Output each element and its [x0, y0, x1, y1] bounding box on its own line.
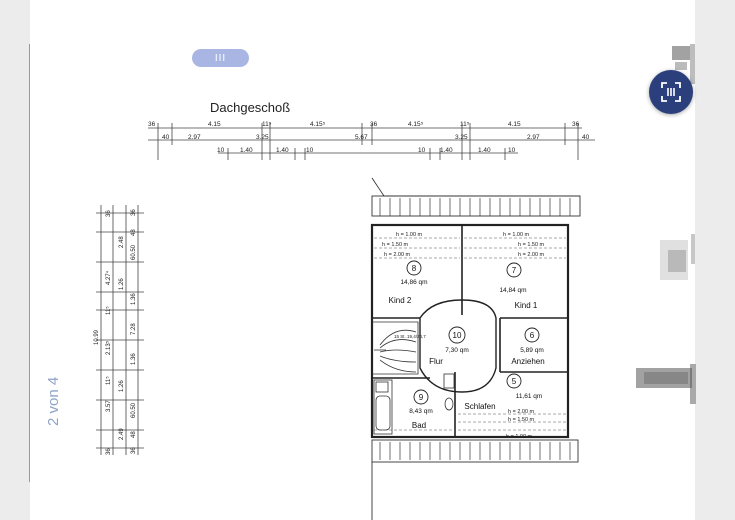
room-name-flur: Flur — [429, 357, 443, 366]
dim-side-b-7: 1.36 — [131, 353, 137, 365]
dim-side-b-8: 1.26 — [119, 380, 125, 392]
room-name-anziehen: Anziehen — [511, 357, 544, 366]
height-label-kind1-150: h = 1.50 m — [518, 242, 545, 248]
dim-low-6: 1.40 — [440, 147, 453, 154]
dim-mid-2: 2.97 — [188, 134, 201, 141]
room-area-anziehen: 5,89 qm — [520, 347, 544, 354]
room-name-kind1: Kind 1 — [515, 301, 538, 310]
dim-side-b-4: 1.26 — [119, 278, 125, 290]
dim-low-4: 10 — [306, 147, 314, 154]
height-label-kind1-100: h = 1.00 m — [503, 232, 530, 238]
room-number-anziehen: 6 — [530, 331, 535, 340]
dim-low-7: 1.40 — [478, 147, 491, 154]
room-name-bad: Bad — [412, 421, 426, 430]
dim-side-a-4: 11⁵ — [105, 306, 112, 315]
outer-walls — [370, 223, 570, 439]
dim-top-2: 4.15 — [208, 121, 221, 128]
roof-hatching-top — [379, 198, 571, 216]
room-name-kind2: Kind 2 — [389, 296, 412, 305]
dim-side-a-7: 3.57 — [106, 400, 112, 412]
room-area-schlafen: 11,61 qm — [516, 393, 543, 400]
room-name-schlafen: Schlafen — [464, 402, 495, 411]
height-label-schlafen-200: h = 2.00 m — [508, 409, 535, 415]
dim-mid-3: 3.25 — [256, 134, 269, 141]
dim-top-7: 11⁵ — [460, 121, 470, 128]
height-label-kind2-150: h = 1.50 m — [382, 242, 409, 248]
dim-mid-1: 40 — [162, 134, 170, 141]
dim-top-6: 4.15⁵ — [408, 121, 424, 128]
room-markers — [406, 260, 540, 405]
dim-top-5: 36 — [370, 121, 378, 128]
page-left-edge — [29, 44, 30, 482]
room-area-bad: 8,43 qm — [409, 408, 433, 415]
dim-low-2: 1.40 — [240, 147, 253, 154]
dim-side-a-2: 2.48 — [119, 236, 125, 248]
room-number-bad: 9 — [419, 393, 424, 402]
dim-mid-6: 2.97 — [527, 134, 540, 141]
dim-side-b-6: 7.28 — [131, 323, 137, 335]
stair-note: 15 St. 19,4/24,7 — [394, 334, 426, 339]
flur-curved-wall — [419, 299, 497, 393]
room-area-flur: 7,30 qm — [445, 347, 469, 354]
roof-edge-top — [371, 177, 581, 217]
room-area-kind2: 14,86 qm — [400, 279, 427, 286]
dim-side-b-3: 60.50 — [131, 244, 137, 260]
dim-side-a-6: 11⁵ — [105, 376, 112, 385]
dim-side-b-5: 1.36 — [131, 293, 137, 305]
height-label-kind1-200: h = 2.00 m — [518, 252, 545, 258]
dim-side-a-1: 36 — [106, 210, 112, 217]
room-number-kind1: 7 — [512, 266, 517, 275]
dim-top-8: 4.15 — [508, 121, 521, 128]
dim-side-a-5: 2.13⁵ — [105, 340, 112, 355]
dim-side-a-3: 4.27⁴ — [105, 270, 112, 285]
nav-pill-label: III — [214, 52, 227, 64]
dim-top-3: 11⁵ — [262, 121, 272, 128]
dim-low-1: 10 — [217, 147, 225, 154]
dim-top-4: 4.15⁵ — [310, 121, 326, 128]
dim-side-b-9: 60.50 — [131, 402, 137, 418]
height-label-kind2-200: h = 2.00 m — [384, 252, 411, 258]
dim-mid-4: 5.67 — [355, 134, 368, 141]
roof-hatching-bottom — [379, 442, 571, 460]
height-label-schlafen-100: h = 1.00 m — [506, 434, 533, 440]
dim-top-1: 36 — [148, 121, 156, 128]
document-page — [30, 0, 695, 520]
height-label-schlafen-150: h = 1.50 m — [508, 417, 535, 423]
dim-side-b-10: 48 — [131, 431, 137, 438]
room-area-kind1: 14,84 qm — [499, 287, 526, 294]
dim-side-a-9: 36 — [106, 448, 112, 455]
room-number-schlafen: 5 — [512, 377, 517, 386]
staircase — [372, 321, 419, 375]
dim-mid-5: 3.25 — [455, 134, 468, 141]
dim-side-total: 10.99 — [94, 329, 100, 345]
plan-title: Dachgeschoß — [210, 100, 290, 115]
dim-side-b-11: 36 — [131, 447, 137, 454]
dim-side-b-2: 48 — [131, 229, 137, 236]
top-dimension-lines — [148, 123, 595, 160]
scan-frame-icon — [661, 82, 681, 102]
dim-low-8: 10 — [508, 147, 516, 154]
dim-side-b-1: 36 — [131, 209, 137, 216]
scan-edge-noise — [690, 44, 696, 404]
scan-noise-right — [636, 46, 692, 388]
dim-low-3: 1.40 — [276, 147, 289, 154]
page-nav-pill[interactable]: III — [192, 49, 249, 67]
roof-edge-bottom — [371, 439, 579, 463]
dim-mid-7: 40 — [582, 134, 590, 141]
side-dimension-lines — [96, 205, 144, 455]
room-number-kind2: 8 — [412, 264, 417, 273]
bath-fixtures — [373, 373, 455, 435]
room-number-flur: 10 — [453, 331, 462, 340]
dim-low-5: 10 — [418, 147, 426, 154]
dim-side-a-8: 2.49 — [119, 428, 125, 440]
height-label-kind2-100: h = 1.00 m — [396, 232, 423, 238]
page-indicator: 2 von 4 — [45, 376, 62, 426]
dim-top-9: 36 — [572, 121, 580, 128]
scan-document-button[interactable] — [649, 70, 693, 114]
